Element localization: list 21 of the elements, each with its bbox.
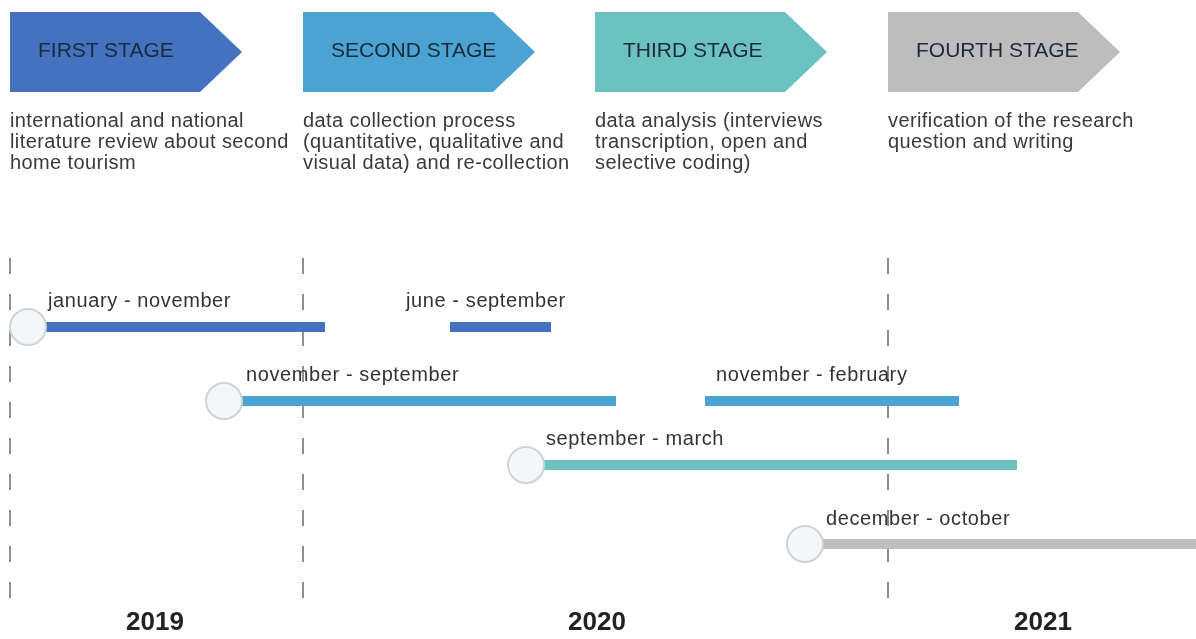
- stage-chevron: [595, 12, 827, 92]
- stage-description: verification of the research question and writing: [888, 110, 1135, 152]
- stage-title: FIRST STAGE: [38, 37, 174, 63]
- year-label: 2020: [568, 606, 626, 636]
- period-label: december - october: [826, 506, 1011, 530]
- stage-title: FOURTH STAGE: [916, 37, 1079, 63]
- period-label: september - march: [546, 426, 725, 450]
- stage-description: data analysis (interviews transcription, open and selective coding): [595, 110, 824, 173]
- stage-title: THIRD STAGE: [623, 37, 763, 63]
- stage-chevron: [10, 12, 242, 92]
- year-label: 2019: [126, 606, 184, 636]
- period-label: november - february: [716, 362, 908, 386]
- stage-description: data collection process (quantitative, qualitative and visual data) and re-collection: [303, 110, 571, 173]
- stage-chevron: [303, 12, 535, 92]
- period-label: june - september: [406, 288, 566, 312]
- period-label: november - september: [246, 362, 460, 386]
- year-label: 2021: [1014, 606, 1072, 636]
- period-label: january - november: [48, 288, 232, 312]
- stage-chevron: [888, 12, 1120, 92]
- stage-description: international and national literature review about second home tourism: [10, 110, 290, 173]
- stage-title: SECOND STAGE: [331, 37, 497, 63]
